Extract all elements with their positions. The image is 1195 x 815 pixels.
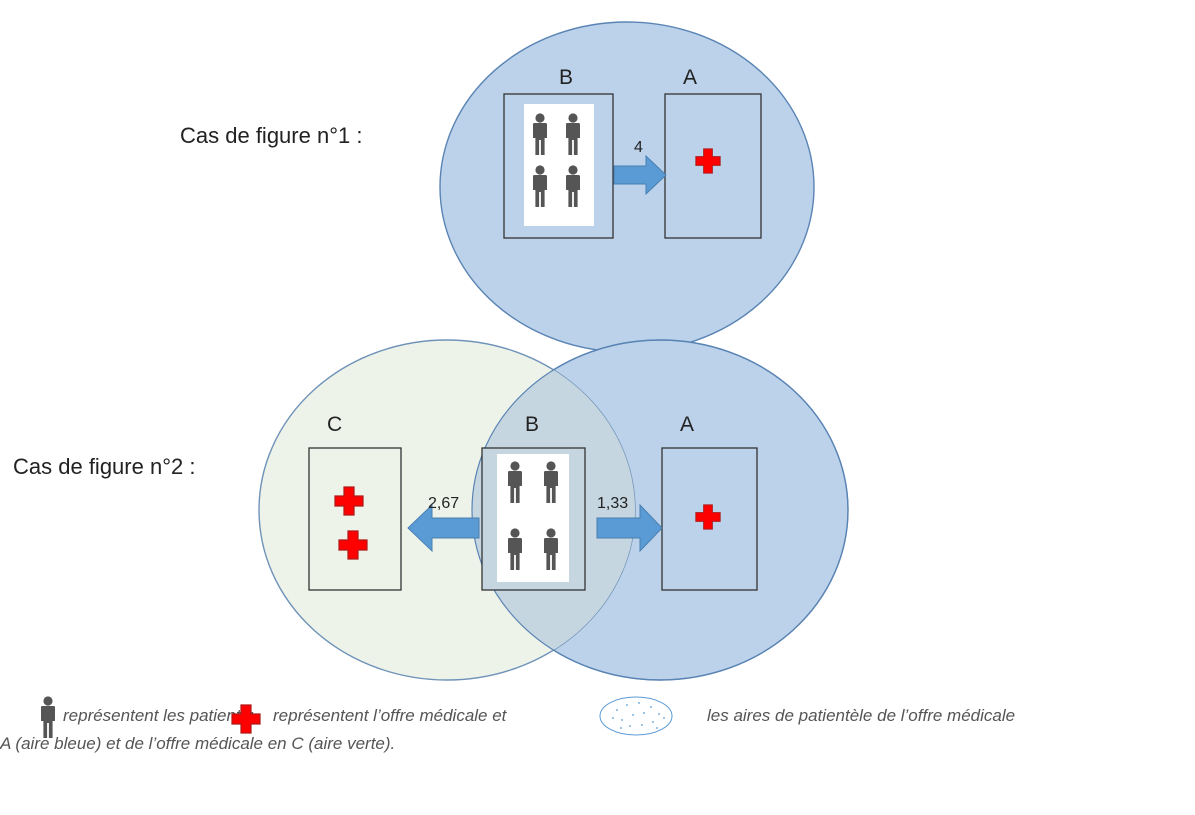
legend-patients-text: représentent les patients; [63,706,254,725]
case-1-patients-panel [524,104,594,226]
patient-area-icon [599,696,673,736]
case-2-zone-c-box [308,447,402,591]
legend-line-1: représentent les patients; représentent … [0,696,1195,738]
person-icon [41,696,55,738]
case-2-arrow-b-to-a [596,503,663,553]
case-1-arrow-b-to-a [613,154,667,196]
case-1-zone-a-letter: A [683,66,697,89]
case-1-zone-b-letter: B [559,66,573,89]
case-1-flow-label: 4 [634,139,643,156]
medical-cross-icon [231,704,261,734]
case-2-zone-c-letter: C [327,413,342,436]
case-2-zone-a-letter: A [680,413,694,436]
case-2-arrow-b-to-c [407,503,480,553]
case-2: Cas de figure n°2 : C B A 2,67 1,33 [13,339,849,681]
case-1-label: Cas de figure n°1 : [180,123,362,148]
legend-offer-text: représentent l’offre médicale et [273,706,507,725]
case-2-zone-b-letter: B [525,413,539,436]
legend-areas-text: les aires de patientèle de l’offre médic… [707,706,1016,725]
diagram-canvas: Cas de figure n°1 : B A 4 Cas de figure … [13,21,849,681]
case-2-flow-label-c: 2,67 [428,495,459,512]
case-2-patients-panel [497,454,569,582]
case-1-zone-a-box [664,93,762,239]
case-2-flow-label-a: 1,33 [597,495,628,512]
case-2-blue-area-outline [471,339,849,681]
case-1: Cas de figure n°1 : B A 4 [180,21,815,353]
legend-line-2: A (aire bleue) et de l’offre médicale en… [0,734,396,753]
case-2-overlap-area [472,340,635,680]
case-2-label: Cas de figure n°2 : [13,454,195,479]
